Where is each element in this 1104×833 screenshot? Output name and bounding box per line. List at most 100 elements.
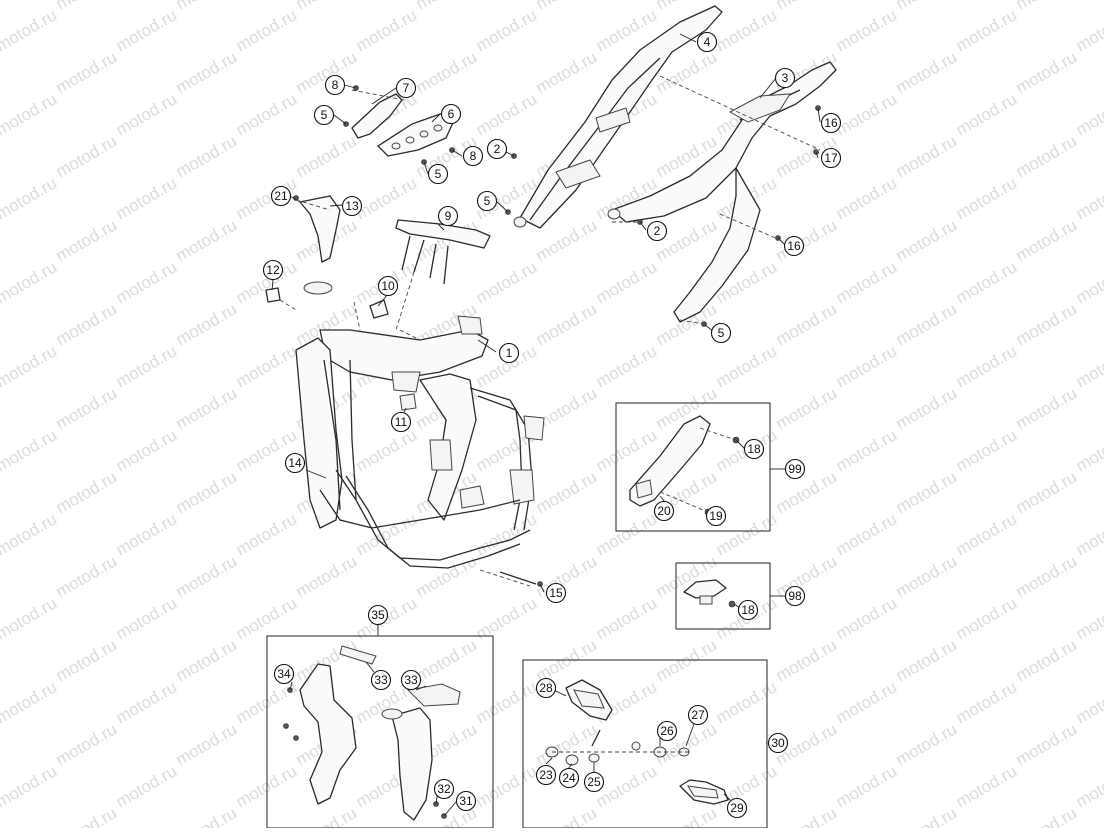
watermark-text: motod.ru — [1013, 551, 1081, 601]
watermark-text: motod.ru — [0, 677, 60, 727]
bracket-11 — [400, 394, 416, 410]
watermark-text: motod.ru — [1073, 509, 1104, 559]
watermark-text: motod.ru — [0, 5, 60, 55]
watermark-text: motod.ru — [473, 89, 541, 139]
watermark-text: motod.ru — [233, 509, 301, 559]
watermark-text: motod.ru — [713, 761, 781, 811]
watermark-text: motod.ru — [0, 89, 60, 139]
watermark-text: motod.ru — [833, 257, 901, 307]
watermark-text: motod.ru — [113, 89, 181, 139]
watermark-text: motod.ru — [233, 341, 301, 391]
watermark-text: motod.ru — [533, 299, 601, 349]
watermark-text: motod.ru — [473, 257, 541, 307]
watermark-text: motod.ru — [173, 47, 241, 97]
watermark-text: motod.ru — [833, 677, 901, 727]
watermark-text: motod.ru — [833, 761, 901, 811]
watermark-text: motod.ru — [113, 593, 181, 643]
watermark-text: motod.ru — [413, 47, 481, 97]
watermark-text: motod.ru — [773, 299, 841, 349]
watermark-text: motod.ru — [53, 383, 121, 433]
watermark-text: motod.ru — [173, 299, 241, 349]
watermark-text: motod.ru — [473, 677, 541, 727]
watermark-text: motod.ru — [533, 0, 601, 13]
watermark-text: motod.ru — [533, 803, 601, 828]
watermark-text: motod.ru — [773, 719, 841, 769]
watermark-text: motod.ru — [113, 677, 181, 727]
watermark-text: motod.ru — [773, 803, 841, 828]
watermark-text: motod.ru — [1013, 47, 1081, 97]
watermark-text: motod.ru — [233, 257, 301, 307]
watermark-text: motod.ru — [53, 467, 121, 517]
watermark-text: motod.ru — [833, 173, 901, 223]
watermark-text: motod.ru — [893, 383, 961, 433]
watermark-text: motod.ru — [1073, 89, 1104, 139]
watermark-text: motod.ru — [953, 89, 1021, 139]
watermark-text: motod.ru — [353, 425, 421, 475]
watermark-text: motod.ru — [53, 215, 121, 265]
watermark-text: motod.ru — [773, 215, 841, 265]
watermark-text: motod.ru — [1013, 0, 1081, 13]
watermark-text: motod.ru — [713, 341, 781, 391]
watermark-text: motod.ru — [953, 761, 1021, 811]
watermark-text: motod.ru — [113, 5, 181, 55]
watermark-text: motod.ru — [773, 131, 841, 181]
watermark-text: motod.ru — [113, 761, 181, 811]
watermark-text: motod.ru — [773, 635, 841, 685]
watermark-text: motod.ru — [893, 467, 961, 517]
watermark-text: motod.ru — [713, 5, 781, 55]
watermark-text: motod.ru — [773, 467, 841, 517]
watermark-text: motod.ru — [473, 509, 541, 559]
watermark-text: motod.ru — [833, 5, 901, 55]
watermark-text: motod.ru — [293, 803, 361, 828]
watermark-text: motod.ru — [713, 677, 781, 727]
watermark-text: motod.ru — [413, 0, 481, 13]
watermark-text: motod.ru — [53, 551, 121, 601]
watermark-text: motod.ru — [893, 47, 961, 97]
watermark-text: motod.ru — [1073, 593, 1104, 643]
watermark-text: motod.ru — [1013, 383, 1081, 433]
watermark-text: motod.ru — [953, 341, 1021, 391]
watermark-text: motod.ru — [593, 509, 661, 559]
watermark-text: motod.ru — [893, 551, 961, 601]
watermark-text: motod.ru — [473, 5, 541, 55]
watermark-text: motod.ru — [353, 509, 421, 559]
watermark-text: motod.ru — [653, 215, 721, 265]
watermark-text: motod.ru — [173, 383, 241, 433]
watermark-text: motod.ru — [0, 173, 60, 223]
watermark-text: motod.ru — [1013, 635, 1081, 685]
watermark-text: motod.ru — [533, 551, 601, 601]
watermark-text: motod.ru — [113, 257, 181, 307]
watermark-text: motod.ru — [773, 383, 841, 433]
watermark-text: motod.ru — [893, 719, 961, 769]
watermark-text: motod.ru — [233, 425, 301, 475]
watermark-text: motod.ru — [653, 803, 721, 828]
watermark-text: motod.ru — [1073, 677, 1104, 727]
watermark-text: motod.ru — [533, 47, 601, 97]
watermark-text: motod.ru — [1013, 215, 1081, 265]
watermark-text: motod.ru — [473, 761, 541, 811]
watermark-text: motod.ru — [893, 635, 961, 685]
watermark-text: motod.ru — [293, 0, 361, 13]
watermark-text: motod.ru — [353, 257, 421, 307]
watermark-text: motod.ru — [1073, 761, 1104, 811]
watermark-text: motod.ru — [533, 467, 601, 517]
watermark-text: motod.ru — [1073, 173, 1104, 223]
watermark-text: motod.ru — [173, 215, 241, 265]
watermark-text: motod.ru — [1073, 257, 1104, 307]
watermark-text: motod.ru — [833, 593, 901, 643]
watermark-text: motod.ru — [53, 719, 121, 769]
watermark-text: motod.ru — [113, 173, 181, 223]
watermark-text: motod.ru — [953, 593, 1021, 643]
watermark-text: motod.ru — [833, 509, 901, 559]
watermark-text: motod.ru — [893, 299, 961, 349]
watermark-text: motod.ru — [173, 131, 241, 181]
watermark-text: motod.ru — [293, 131, 361, 181]
watermark-text: motod.ru — [893, 131, 961, 181]
watermark-text: motod.ru — [173, 0, 241, 13]
watermark-text: motod.ru — [0, 761, 60, 811]
watermark-text: motod.ru — [233, 761, 301, 811]
watermark-text: motod.ru — [0, 341, 60, 391]
watermark-text: motod.ru — [53, 803, 121, 828]
watermark-text: motod.ru — [1013, 299, 1081, 349]
